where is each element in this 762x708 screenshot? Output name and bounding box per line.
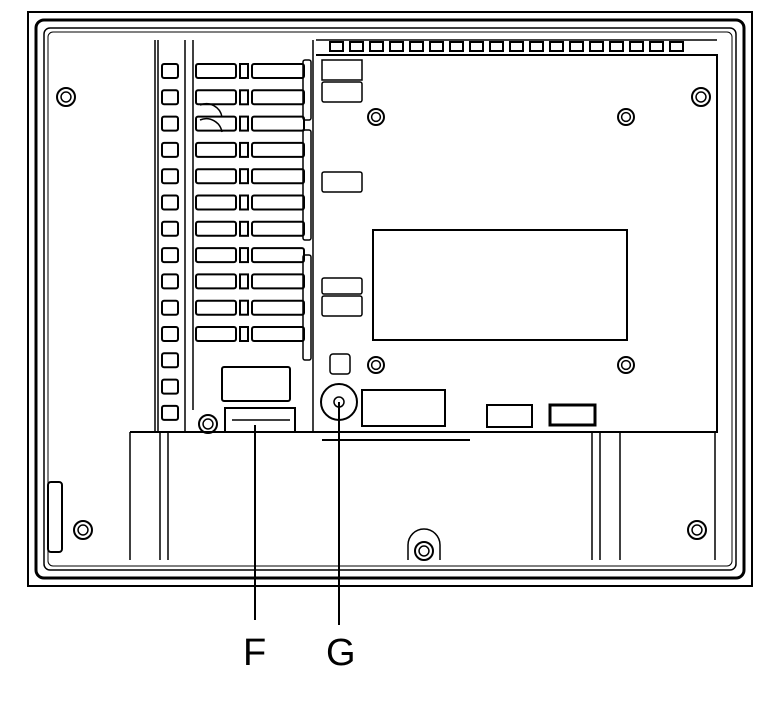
vent-fin (509, 41, 524, 52)
vent-fin (649, 41, 664, 52)
vent-slot (239, 220, 249, 237)
screw-icon (56, 87, 76, 107)
vent-fin (569, 41, 584, 52)
bottom-block (129, 431, 716, 560)
vent-slot (239, 89, 249, 106)
left-module (154, 40, 314, 433)
screw-inner (60, 91, 72, 103)
screw-icon (367, 356, 385, 374)
vent-fin (369, 41, 384, 52)
vent-slot (195, 141, 237, 158)
vent-square (161, 326, 179, 342)
vent-square (161, 168, 179, 185)
vent-fin (629, 41, 644, 52)
vent-fin (409, 41, 424, 52)
screw-inner (620, 111, 632, 123)
vent-square (161, 115, 179, 132)
vent-slot (239, 326, 249, 342)
vent-fin (349, 41, 364, 52)
vent-slot (251, 63, 305, 79)
screw-icon (414, 541, 434, 561)
vent-square (161, 404, 179, 421)
vent-square (161, 352, 179, 369)
vent-fin (529, 41, 544, 52)
screw-inner (695, 91, 707, 103)
vent-square (161, 194, 179, 211)
screw-inner (418, 545, 430, 557)
vent-slot (195, 115, 237, 132)
screw-icon (73, 520, 93, 540)
vent-slot (239, 247, 249, 264)
vent-square (161, 247, 179, 264)
vent-slot (251, 89, 305, 106)
side-slot (47, 481, 63, 553)
vent-slot (239, 141, 249, 158)
vent-slot (251, 194, 305, 211)
vent-slot (251, 141, 305, 158)
vent-fin (669, 41, 684, 52)
screw-icon (617, 356, 635, 374)
outer-frame (27, 11, 753, 587)
vent-slot (195, 299, 237, 316)
vent-fin (589, 41, 604, 52)
vent-slot (195, 326, 237, 342)
vent-slot (239, 63, 249, 79)
vent-fin (329, 41, 344, 52)
vent-square (161, 273, 179, 290)
screw-icon (691, 87, 711, 107)
screw-inner (370, 359, 382, 371)
screw-icon (687, 520, 707, 540)
screw-inner (202, 418, 214, 430)
vent-slot (251, 299, 305, 316)
vent-square (161, 299, 179, 316)
vent-slot (251, 168, 305, 185)
callout-label-f: F (243, 632, 267, 674)
vent-slot (195, 194, 237, 211)
vent-slot (195, 168, 237, 185)
screw-icon (198, 414, 218, 434)
vent-square (161, 220, 179, 237)
vent-slot (195, 220, 237, 237)
vent-slot (239, 299, 249, 316)
vent-square (161, 89, 179, 106)
vent-slot (251, 247, 305, 264)
vent-fin (469, 41, 484, 52)
right-panel (316, 39, 718, 441)
vent-slot (195, 273, 237, 290)
corner-screws (56, 87, 711, 561)
screw-icon (367, 108, 385, 126)
screw-inner (620, 359, 632, 371)
vent-slot (195, 247, 237, 264)
vent-square (161, 378, 179, 395)
vent-slot (239, 168, 249, 185)
vent-fin (609, 41, 624, 52)
vent-square (161, 63, 179, 79)
vent-fin (449, 41, 464, 52)
vent-slot (195, 63, 237, 79)
vent-fin (389, 41, 404, 52)
screw-icon (617, 108, 635, 126)
screw-inner (77, 524, 89, 536)
vent-slot (239, 273, 249, 290)
vent-slot (251, 273, 305, 290)
vent-slot (251, 326, 305, 342)
vent-slot (251, 220, 305, 237)
vent-slot (239, 194, 249, 211)
vent-fin (549, 41, 564, 52)
vent-fin (429, 41, 444, 52)
vent-fin (489, 41, 504, 52)
vent-slot (251, 115, 305, 132)
screw-inner (691, 524, 703, 536)
vent-slot (195, 89, 237, 106)
callout-label-g: G (326, 632, 356, 674)
vent-slot (239, 115, 249, 132)
vent-square (161, 141, 179, 158)
screw-inner (370, 111, 382, 123)
